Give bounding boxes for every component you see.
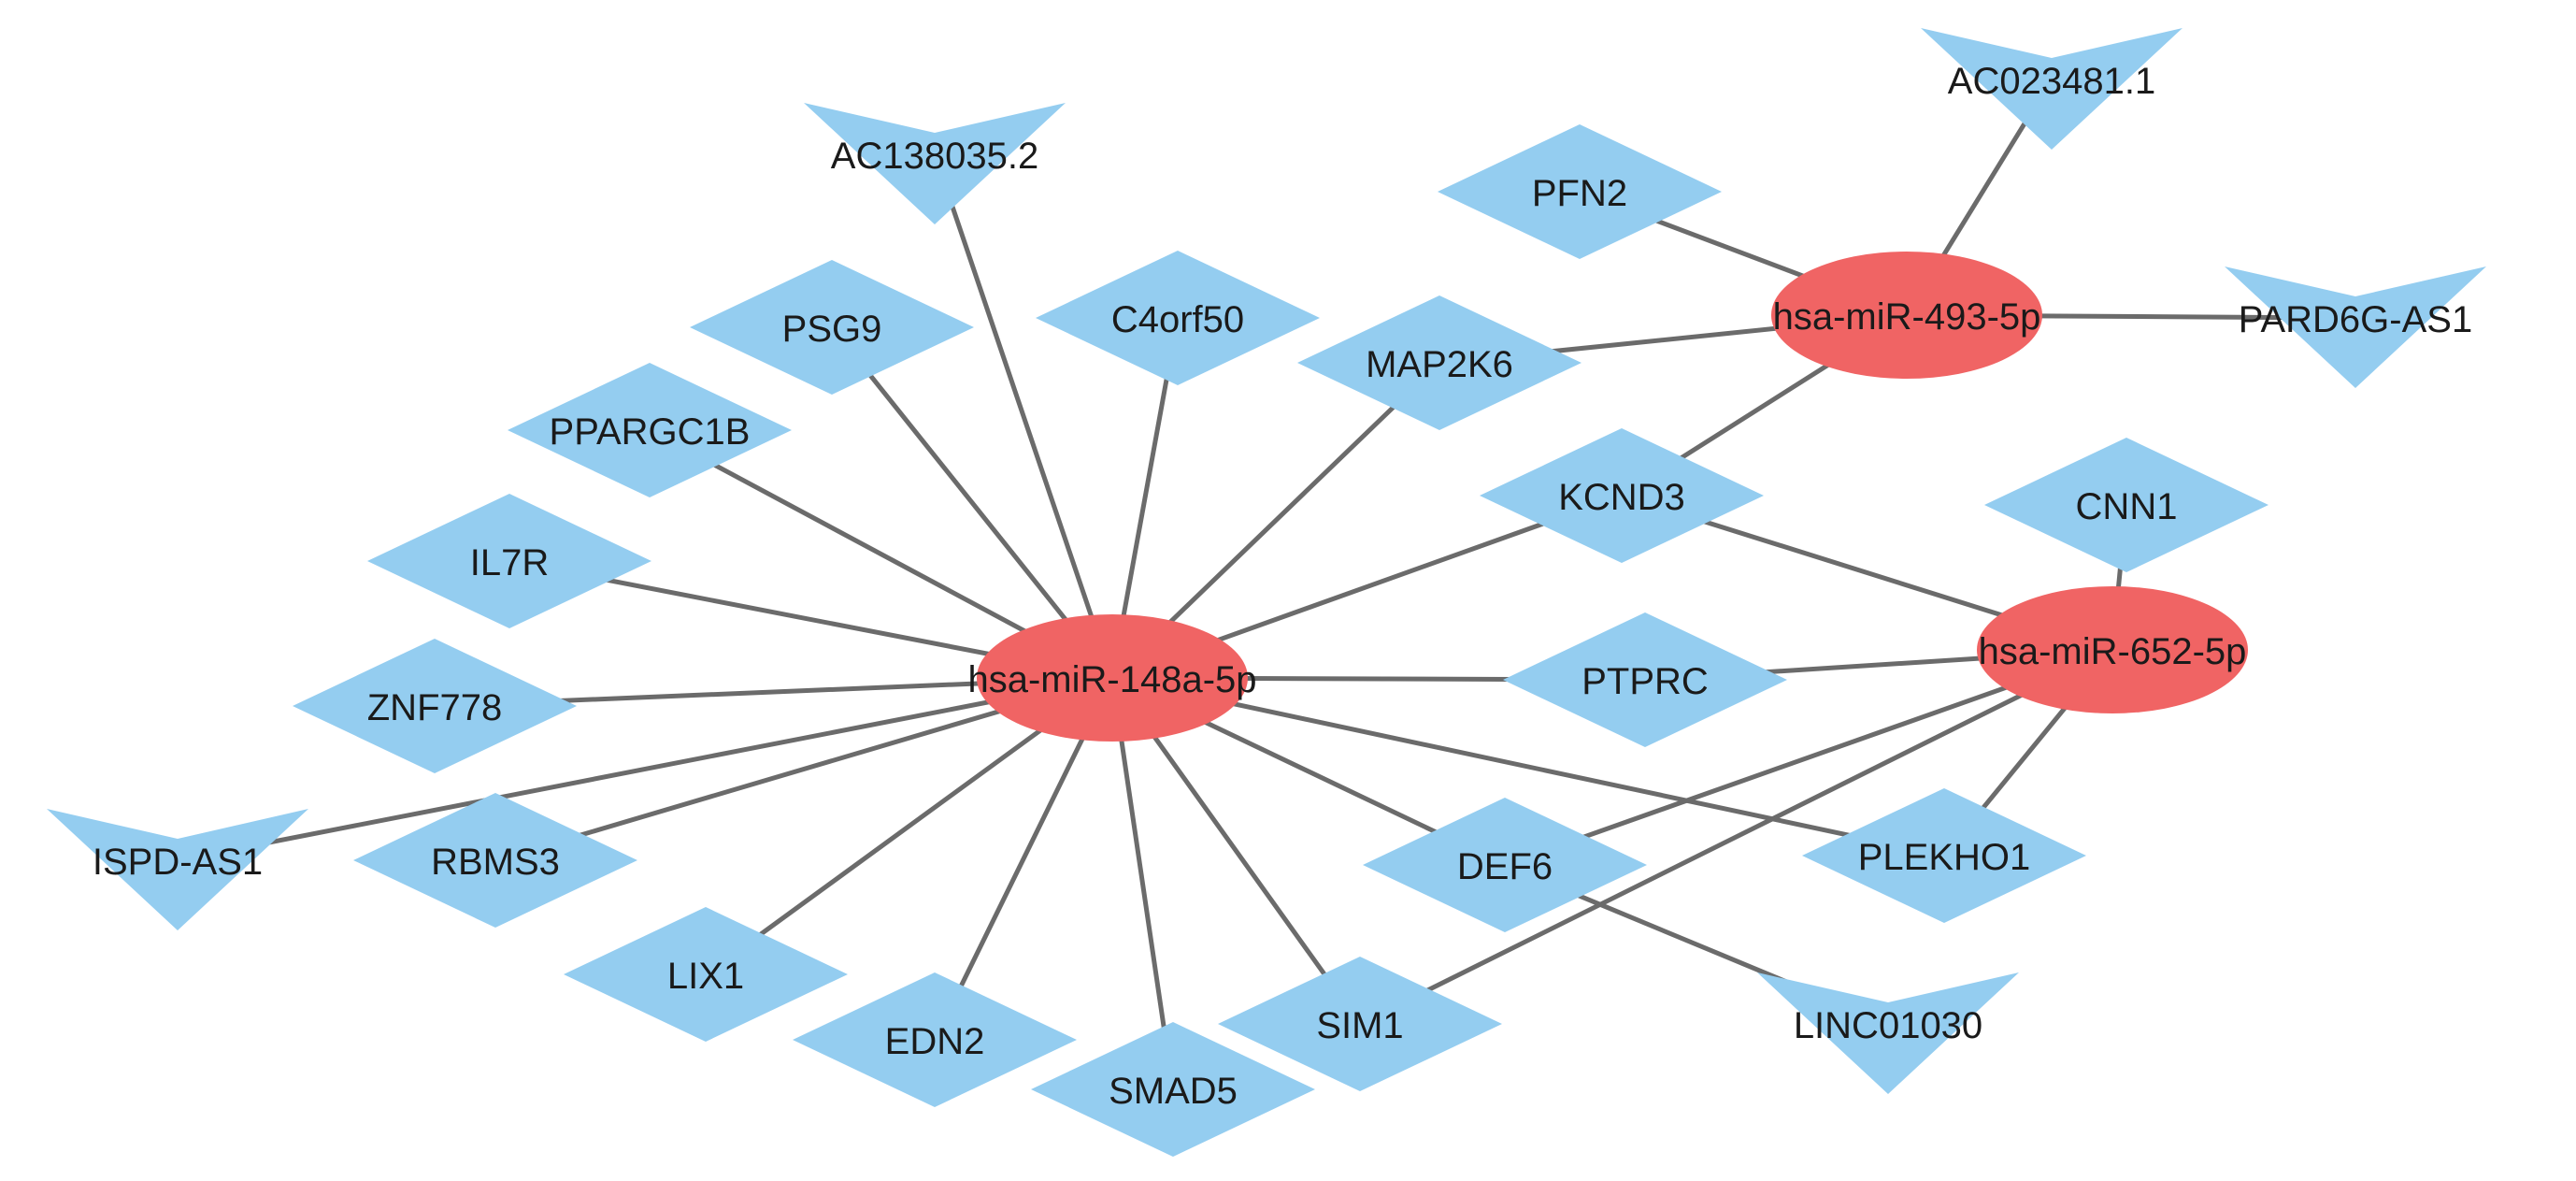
mrna-diamond xyxy=(793,972,1077,1107)
node-label: ISPD-AS1 xyxy=(93,842,263,883)
node-label: LINC01030 xyxy=(1794,1005,1982,1046)
node-label: PLEKHO1 xyxy=(1858,837,2031,878)
mrna-diamond xyxy=(1503,612,1787,747)
mrna-diamond xyxy=(690,260,974,395)
mrna-diamond xyxy=(1031,1022,1315,1157)
node-label: EDN2 xyxy=(885,1021,985,1062)
node-label: PPARGC1B xyxy=(550,411,751,453)
mirna-ellipse xyxy=(1771,252,2042,379)
node-PARD6GAS1[interactable]: PARD6G-AS1 xyxy=(2225,266,2486,388)
node-label: CNN1 xyxy=(2076,486,2178,527)
node-label: ZNF778 xyxy=(367,687,503,728)
node-RBMS3[interactable]: RBMS3 xyxy=(353,793,637,928)
node-DEF6[interactable]: DEF6 xyxy=(1363,798,1647,932)
lncrna-arrow xyxy=(804,103,1066,224)
mirna-ellipse xyxy=(1977,586,2248,713)
mrna-diamond xyxy=(1036,251,1320,385)
node-AC023481[interactable]: AC023481.1 xyxy=(1921,28,2182,150)
node-CNN1[interactable]: CNN1 xyxy=(1984,438,2268,572)
mrna-diamond xyxy=(508,363,792,497)
node-LINC01030[interactable]: LINC01030 xyxy=(1757,972,2019,1094)
node-label: PSG9 xyxy=(782,309,882,350)
node-ZNF778[interactable]: ZNF778 xyxy=(293,639,577,773)
node-KCND3[interactable]: KCND3 xyxy=(1480,428,1764,563)
node-layer: hsa-miR-148a-5p hsa-miR-493-5p hsa-miR-652… xyxy=(47,28,2486,1157)
node-PPARGC1B[interactable]: PPARGC1B xyxy=(508,363,792,497)
node-SMAD5[interactable]: SMAD5 xyxy=(1031,1022,1315,1157)
node-label: MAP2K6 xyxy=(1366,344,1513,385)
node-label: PFN2 xyxy=(1532,173,1627,214)
lncrna-arrow xyxy=(47,809,308,930)
node-label: C4orf50 xyxy=(1111,299,1244,340)
node-ISPDAS1[interactable]: ISPD-AS1 xyxy=(47,809,308,930)
mrna-diamond xyxy=(564,907,848,1042)
node-label: AC023481.1 xyxy=(1948,61,2155,102)
edge-miR148a-PLEKHO1 xyxy=(1111,675,1945,858)
node-label: hsa-miR-493-5p xyxy=(1773,296,2041,338)
node-label: SMAD5 xyxy=(1109,1071,1238,1112)
mrna-diamond xyxy=(1363,798,1647,932)
node-miR652[interactable]: hsa-miR-652-5p xyxy=(1977,586,2248,713)
node-C4orf50[interactable]: C4orf50 xyxy=(1036,251,1320,385)
mrna-diamond xyxy=(367,494,651,628)
node-label: KCND3 xyxy=(1558,477,1685,518)
mrna-diamond xyxy=(1480,428,1764,563)
node-label: hsa-miR-148a-5p xyxy=(967,659,1256,700)
node-PTPRC[interactable]: PTPRC xyxy=(1503,612,1787,747)
node-miR493[interactable]: hsa-miR-493-5p xyxy=(1771,252,2042,379)
mrna-diamond xyxy=(1438,124,1722,259)
edge-miR652-SIM1 xyxy=(1358,647,2114,1027)
node-label: PARD6G-AS1 xyxy=(2239,299,2472,340)
edge-miR148a-ISPDAS1 xyxy=(177,675,1113,863)
edge-miR148a-SMAD5 xyxy=(1109,677,1176,1090)
node-label: RBMS3 xyxy=(431,842,560,883)
node-MAP2K6[interactable]: MAP2K6 xyxy=(1297,295,1581,430)
node-AC138035[interactable]: AC138035.2 xyxy=(804,103,1066,224)
lncrna-arrow xyxy=(1757,972,2019,1094)
node-miR148a[interactable]: hsa-miR-148a-5p xyxy=(967,614,1257,742)
node-PFN2[interactable]: PFN2 xyxy=(1438,124,1722,259)
node-label: IL7R xyxy=(470,542,550,583)
node-PLEKHO1[interactable]: PLEKHO1 xyxy=(1802,788,2086,923)
lncrna-arrow xyxy=(2225,266,2486,388)
mrna-diamond xyxy=(353,793,637,928)
node-PSG9[interactable]: PSG9 xyxy=(690,260,974,395)
node-IL7R[interactable]: IL7R xyxy=(367,494,651,628)
mrna-diamond xyxy=(1297,295,1581,430)
node-label: LIX1 xyxy=(667,956,744,997)
edge-miR148a-AC138035 xyxy=(932,153,1115,679)
node-label: DEF6 xyxy=(1457,846,1553,887)
mrna-diamond xyxy=(1984,438,2268,572)
lncrna-arrow xyxy=(1921,28,2182,150)
node-LIX1[interactable]: LIX1 xyxy=(564,907,848,1042)
mirna-ellipse xyxy=(977,614,1248,742)
node-EDN2[interactable]: EDN2 xyxy=(793,972,1077,1107)
mrna-diamond xyxy=(1802,788,2086,923)
node-SIM1[interactable]: SIM1 xyxy=(1218,957,1502,1091)
node-label: AC138035.2 xyxy=(831,136,1038,177)
node-label: PTPRC xyxy=(1581,661,1709,702)
node-label: SIM1 xyxy=(1316,1005,1403,1046)
mrna-diamond xyxy=(1218,957,1502,1091)
mrna-diamond xyxy=(293,639,577,773)
node-label: hsa-miR-652-5p xyxy=(1979,631,2247,672)
